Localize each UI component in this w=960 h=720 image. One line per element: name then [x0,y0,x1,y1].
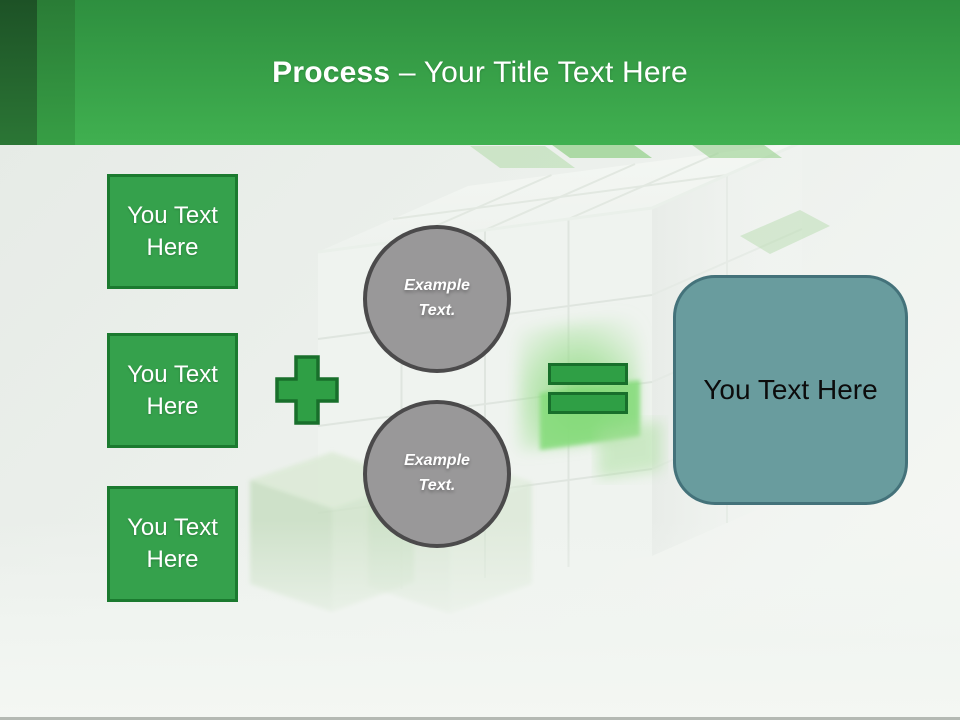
equals-bar-top [548,363,628,385]
title-bar: Process – Your Title Text Here [0,0,960,145]
example-circle-2[interactable]: Example Text. [363,400,511,548]
equals-bar-bottom [548,392,628,414]
text-box-2[interactable]: You Text Here [107,333,238,448]
example-circle-1[interactable]: Example Text. [363,225,511,373]
slide-bottom-edge [0,717,960,720]
text-box-1[interactable]: You Text Here [107,174,238,289]
title-keyword: Process [272,55,391,89]
example-circle-2-label: Example Text. [404,452,470,494]
slide-title[interactable]: Process – Your Title Text Here [272,56,688,90]
text-box-3[interactable]: You Text Here [107,486,238,602]
result-box-label: You Text Here [703,374,878,405]
result-box[interactable]: You Text Here [673,275,908,505]
text-box-2-label: You Text Here [127,360,218,420]
text-box-1-label: You Text Here [127,201,218,261]
header-stripe-light [37,0,75,145]
plus-icon [275,355,339,425]
example-circle-1-label: Example Text. [404,277,470,319]
equals-icon [548,363,628,421]
text-box-3-label: You Text Here [127,514,218,573]
title-subtitle: – Your Title Text Here [398,55,688,89]
header-stripe-dark [0,0,37,145]
